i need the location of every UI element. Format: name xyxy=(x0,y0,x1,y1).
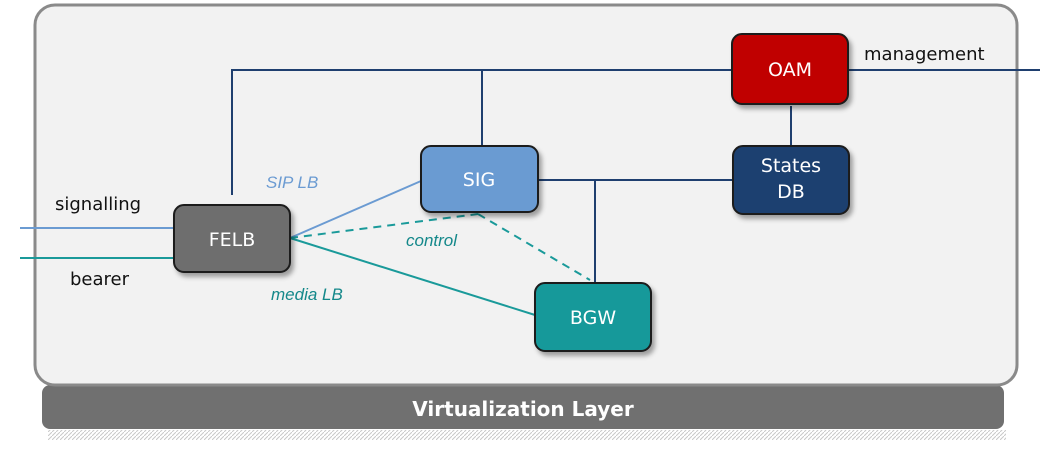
media-lb-label: media LB xyxy=(271,285,343,304)
bgw-node: BGW xyxy=(534,282,652,352)
sip-lb-link xyxy=(289,180,422,239)
sip-lb-label: SIP LB xyxy=(266,173,318,192)
virtualization-layer-bar xyxy=(42,385,1004,429)
states-db-label-line2: DB xyxy=(777,181,805,203)
management-label: management xyxy=(864,44,985,65)
sig-bgw-control-link xyxy=(477,213,591,281)
signalling-label: signalling xyxy=(55,194,141,215)
felb-node: FELB xyxy=(173,204,291,273)
virtualization-layer-label: Virtualization Layer xyxy=(412,397,634,421)
oam-label: OAM xyxy=(768,59,812,81)
control-link xyxy=(289,213,479,239)
control-label: control xyxy=(406,231,458,250)
sig-node: SIG xyxy=(420,145,539,213)
media-lb-link xyxy=(289,237,536,316)
bgw-label: BGW xyxy=(570,307,616,329)
states-db-label-line1: States xyxy=(761,155,821,177)
oam-node: OAM xyxy=(731,33,849,105)
sig-label: SIG xyxy=(463,169,495,191)
felb-label: FELB xyxy=(209,229,256,251)
bearer-label: bearer xyxy=(70,269,130,290)
layer-shadow xyxy=(48,430,1006,440)
states-db-node: States DB xyxy=(732,145,850,215)
felb-oam-link xyxy=(231,69,732,195)
